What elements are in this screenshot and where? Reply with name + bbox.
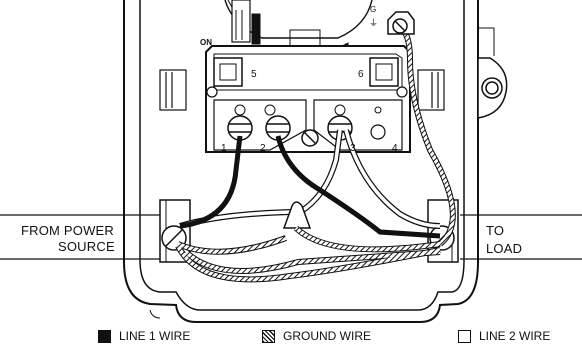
line-1-wires [179, 135, 441, 239]
terminal-4-label: 4 [392, 143, 398, 154]
terminal-6-label: 6 [358, 69, 364, 80]
terminal-screws [227, 115, 353, 147]
ground-mark-label: G [370, 5, 376, 14]
mounting-tab [477, 27, 508, 119]
ground-symbol: ⏚ [369, 18, 378, 29]
ground-wires [175, 25, 456, 283]
ground-screw [301, 129, 319, 147]
timer-mechanism [224, 0, 373, 76]
wire-nut [282, 201, 312, 229]
terminal-2-label: 2 [260, 143, 266, 154]
terminal-5-label: 5 [251, 69, 257, 80]
terminal-2-screw [265, 115, 291, 141]
legend-line-2-text: LINE 2 WIRE [479, 329, 551, 343]
line-2-swatch-icon [458, 329, 471, 343]
terminal-3-label: 3 [350, 143, 356, 154]
ground-swatch-icon [262, 329, 275, 343]
side-clips [159, 69, 445, 111]
load-label: LOAD [486, 241, 523, 256]
terminal-1-label: 1 [221, 143, 227, 154]
supply-conduit-lines [0, 214, 582, 260]
terminal-block [205, 45, 411, 153]
source-label: SOURCE [58, 239, 115, 254]
enclosure-box [123, 0, 479, 323]
legend-line-1-text: LINE 1 WIRE [119, 329, 191, 343]
legend-line-2: LINE 2 WIRE [458, 328, 550, 344]
to-label: TO [486, 223, 505, 238]
ground-terminal [387, 11, 415, 35]
legend-ground-text: GROUND WIRE [283, 329, 371, 343]
terminal-1-screw [227, 115, 253, 141]
legend-line-1: LINE 1 WIRE [98, 328, 190, 344]
line-1-swatch-icon [98, 329, 111, 343]
on-label: ON [200, 38, 212, 47]
from-power-label: FROM POWER [21, 223, 114, 238]
legend-ground: GROUND WIRE [262, 328, 371, 344]
diagram-labels: ON G ⏚ 5 6 1 2 3 4 [200, 5, 398, 154]
